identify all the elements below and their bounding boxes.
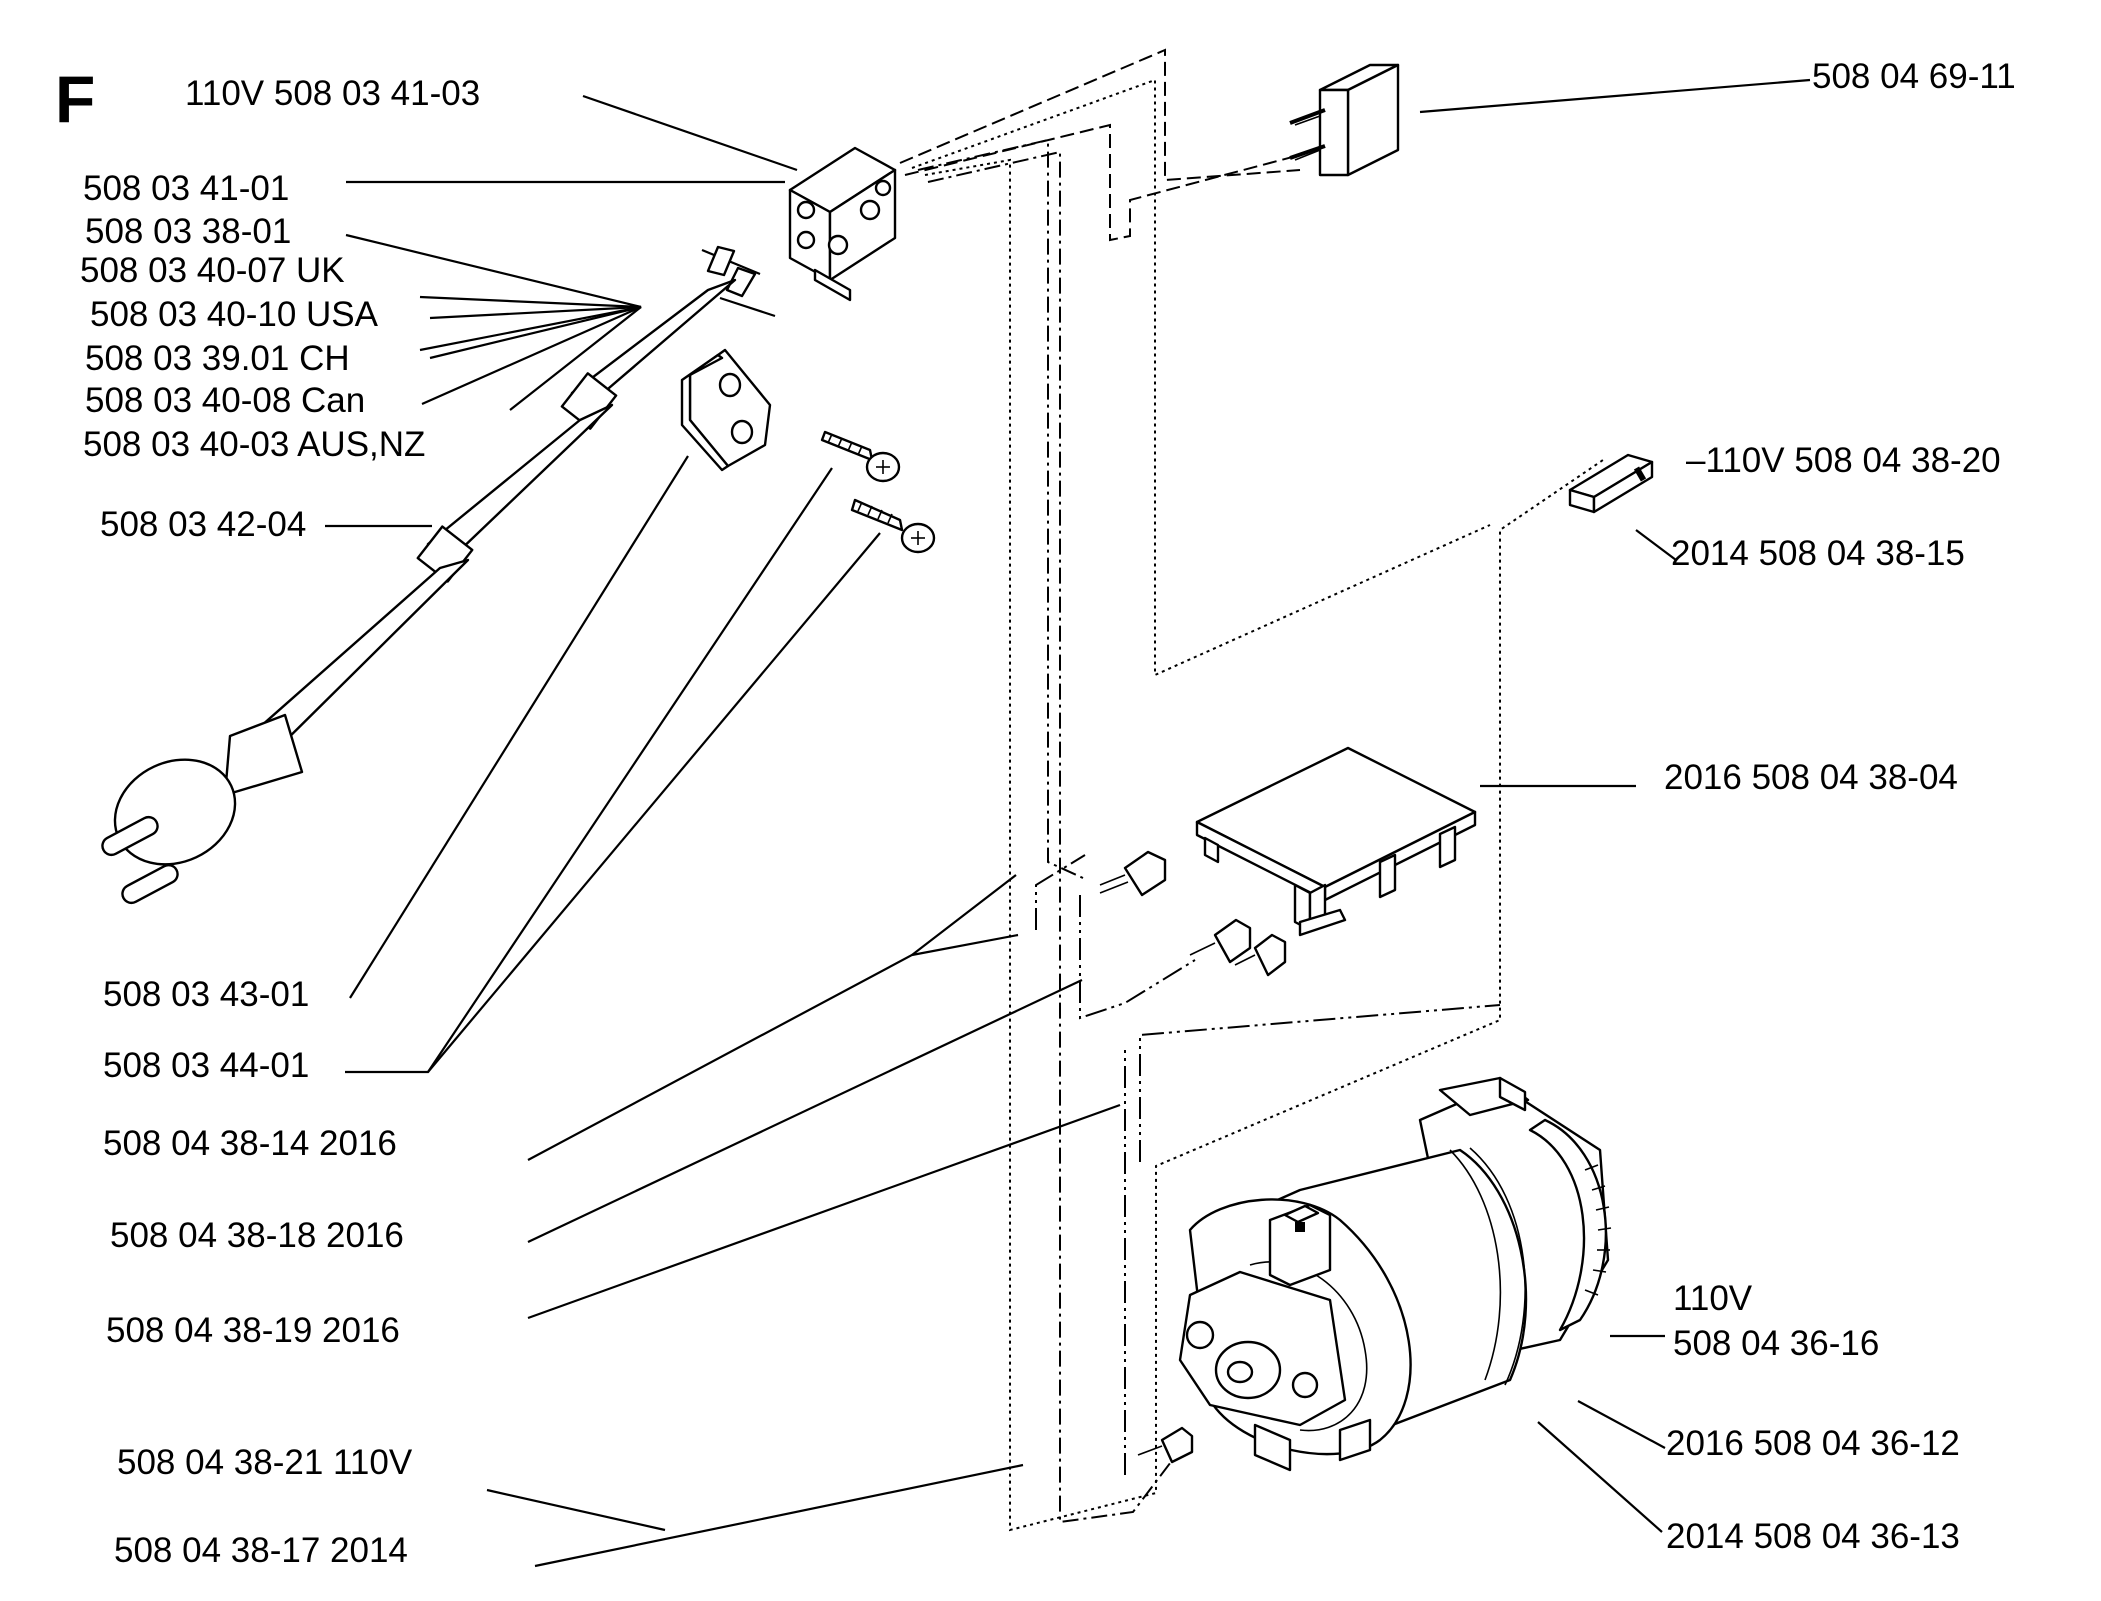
label-508-04-36-16: 508 04 36-16 xyxy=(1673,1324,1879,1363)
label-508-04-38-18-2016: 508 04 38-18 2016 xyxy=(110,1216,404,1255)
label-2016-508-04-38-04: 2016 508 04 38-04 xyxy=(1664,758,1958,797)
terminal-block-part xyxy=(788,146,897,302)
suppressor-part xyxy=(1568,453,1654,514)
screws-part xyxy=(820,430,936,554)
clamp-plate-part xyxy=(680,348,772,472)
connectors-part xyxy=(1099,850,1287,1464)
label-110v-508-04-38-20: –110V 508 04 38-20 xyxy=(1686,441,2001,480)
label-110v-motor: 110V xyxy=(1673,1279,1753,1318)
label-508-03-43-01: 508 03 43-01 xyxy=(103,975,309,1014)
label-2016-508-04-36-12: 2016 508 04 36-12 xyxy=(1666,1424,1960,1463)
label-508-03-40-07-uk: 508 03 40-07 UK xyxy=(80,251,345,290)
label-508-04-38-19-2016: 508 04 38-19 2016 xyxy=(106,1311,400,1350)
label-508-03-42-04: 508 03 42-04 xyxy=(100,505,306,544)
label-2014-508-04-38-15: 2014 508 04 38-15 xyxy=(1671,534,1965,573)
label-508-03-44-01: 508 03 44-01 xyxy=(103,1046,309,1085)
label-508-04-38-14-2016: 508 04 38-14 2016 xyxy=(103,1124,397,1163)
wiring-paths xyxy=(899,48,1604,1532)
label-508-03-39-01-ch: 508 03 39.01 CH xyxy=(85,339,350,378)
label-508-04-69-11: 508 04 69-11 xyxy=(1812,57,2016,96)
label-2014-508-04-36-13: 2014 508 04 36-13 xyxy=(1666,1517,1960,1556)
label-508-03-40-10-usa: 508 03 40-10 USA xyxy=(90,295,379,334)
cover-plate-part xyxy=(1195,746,1477,937)
label-110v-508-03-41-03: 110V 508 03 41-03 xyxy=(185,74,480,113)
leader-lines xyxy=(325,78,1811,1568)
label-508-04-38-17-2014: 508 04 38-17 2014 xyxy=(114,1531,408,1570)
label-508-03-40-03-aus-nz: 508 03 40-03 AUS,NZ xyxy=(83,425,425,464)
capacitor-part xyxy=(1289,63,1400,177)
section-letter: F xyxy=(55,62,95,136)
label-508-03-38-01: 508 03 38-01 xyxy=(85,212,291,251)
label-508-03-41-01: 508 03 41-01 xyxy=(83,169,289,208)
motor-part xyxy=(1178,1076,1612,1472)
label-508-03-40-08-can: 508 03 40-08 Can xyxy=(85,381,365,420)
mains-cable-part xyxy=(101,245,776,905)
label-508-04-38-21-110v: 508 04 38-21 110V xyxy=(117,1443,413,1482)
